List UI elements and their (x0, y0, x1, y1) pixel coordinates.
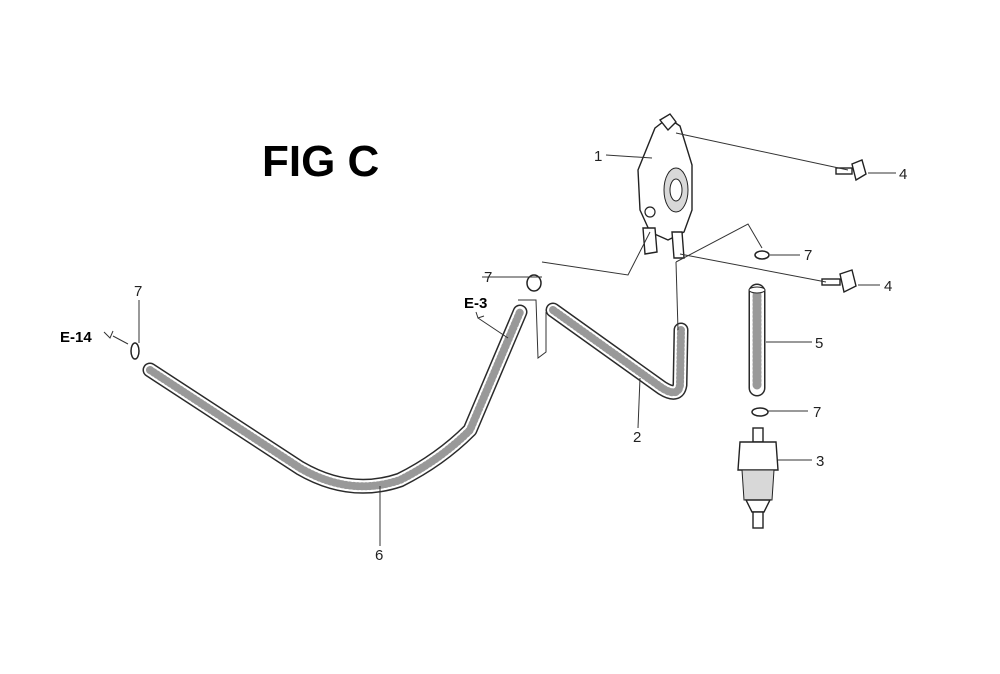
callout-bolt-top: 4 (899, 166, 907, 183)
callout-hose-short: 2 (633, 429, 641, 446)
callout-clip-hose-end: 7 (804, 247, 812, 264)
callout-filter: 3 (816, 453, 824, 470)
callout-hose-long: 6 (375, 547, 383, 564)
callout-clip-left: 7 (134, 283, 142, 300)
hose-long-part (142, 304, 528, 494)
bolt-bottom-part (821, 269, 857, 294)
hose-straight-part (748, 283, 766, 397)
clip-pump-part (526, 274, 542, 292)
fuel-pump-part (637, 113, 693, 259)
clip-filter-top-part (751, 407, 769, 417)
ref-label-left: E-14 (60, 329, 92, 346)
fuel-filter-part (737, 427, 779, 529)
ref-label-middle: E-3 (464, 295, 487, 312)
callout-hose-straight: 5 (815, 335, 823, 352)
callout-clip-filter-top: 7 (813, 404, 821, 421)
clip-left-part (130, 342, 140, 360)
bolt-top-part (835, 159, 867, 182)
leader-lines (103, 132, 896, 546)
clip-hose-end-part (754, 250, 770, 260)
callout-pump: 1 (594, 148, 602, 165)
callout-clip-pump: 7 (484, 269, 492, 286)
figure-title: FIG C (262, 137, 379, 186)
callout-bolt-bottom: 4 (884, 278, 892, 295)
hose-short-part (545, 302, 689, 400)
